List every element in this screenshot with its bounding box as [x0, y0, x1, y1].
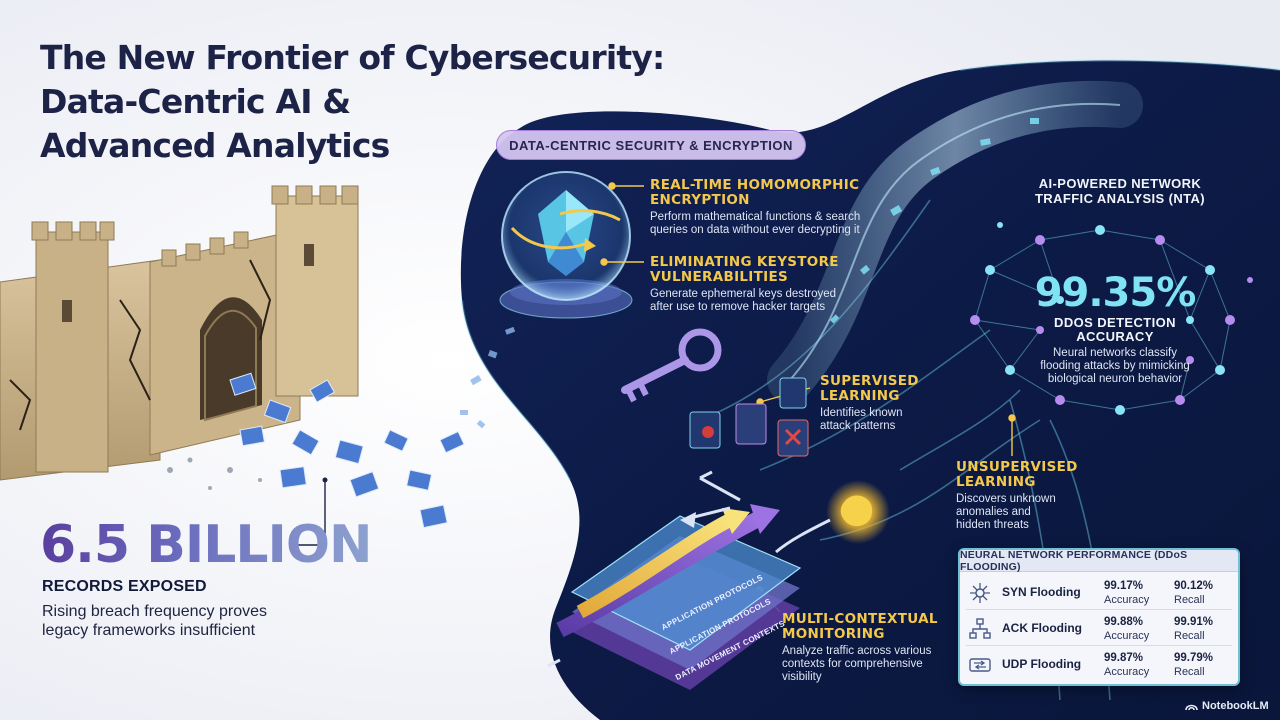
- monitoring-desc-line-2: contexts for comprehensive: [782, 658, 923, 670]
- row-recall: 99.79%: [1174, 652, 1214, 664]
- breach-label: RECORDS EXPOSED: [42, 578, 207, 595]
- breach-description: Rising breach frequency proves legacy fr…: [42, 602, 332, 640]
- ddos-stat-block: 99.35% DDOS DETECTION ACCURACY Neural ne…: [1030, 270, 1200, 386]
- ddos-desc-line-3: biological neuron behavior: [1047, 373, 1183, 385]
- breach-desc-line-1: Rising breach frequency proves: [42, 603, 268, 620]
- table-row: ACK Flooding 99.88% Accuracy 99.91% Reca…: [966, 612, 1232, 646]
- homomorphic-desc-line-1: Perform mathematical functions & search: [650, 211, 861, 223]
- row-accuracy-label: Accuracy: [1104, 594, 1150, 606]
- row-recall-label: Recall: [1174, 594, 1205, 606]
- unsupervised-title-line-2: LEARNING: [956, 474, 1036, 490]
- ddos-label-line-1: DDOS DETECTION: [1054, 315, 1176, 330]
- row-recall: 90.12%: [1174, 580, 1214, 592]
- row-name: SYN Flooding: [1002, 585, 1081, 599]
- supervised-desc-line-2: attack patterns: [820, 420, 896, 432]
- homomorphic-encryption-block: REAL-TIME HOMOMORPHIC ENCRYPTION Perform…: [650, 178, 890, 237]
- context-layers-art: [547, 504, 802, 690]
- castle-wall-art: [0, 185, 359, 481]
- document-cards-art: [689, 377, 809, 502]
- breach-count: 6.5 BILLION: [40, 515, 373, 575]
- title-line-2: Data-Centric AI &: [40, 82, 351, 121]
- homomorphic-title-line-2: ENCRYPTION: [650, 192, 750, 208]
- notebooklm-logo-icon: [1185, 704, 1198, 711]
- keystore-title-line-2: VULNERABILITIES: [650, 269, 788, 285]
- neural-network-art: [970, 222, 1253, 415]
- ddos-label-line-2: ACCURACY: [1076, 329, 1154, 344]
- supervised-title-line-1: SUPERVISED: [820, 373, 919, 389]
- leaking-records-art: [229, 372, 465, 529]
- performance-table-header: NEURAL NETWORK PERFORMANCE (DDoS FLOODIN…: [960, 550, 1238, 573]
- transfer-arrows-icon: [969, 658, 991, 672]
- row-accuracy-label: Accuracy: [1104, 666, 1150, 678]
- nta-title: AI-POWERED NETWORK TRAFFIC ANALYSIS (NTA…: [1020, 176, 1220, 206]
- unsupervised-desc-line-1: Discovers unknown: [956, 493, 1056, 505]
- row-recall-label: Recall: [1174, 630, 1205, 642]
- section-pill-encryption: DATA-CENTRIC SECURITY & ENCRYPTION: [496, 130, 806, 160]
- keystore-title-line-1: ELIMINATING KEYSTORE: [650, 254, 839, 270]
- row-recall: 99.91%: [1174, 616, 1214, 628]
- row-accuracy: 99.88%: [1104, 616, 1144, 628]
- unsupervised-title-line-1: UNSUPERVISED: [956, 459, 1078, 475]
- breach-desc-line-2: legacy frameworks insufficient: [42, 622, 256, 639]
- row-accuracy: 99.87%: [1104, 652, 1144, 664]
- nta-title-line-2: TRAFFIC ANALYSIS (NTA): [1034, 191, 1206, 206]
- encryption-orb-art: [499, 171, 633, 319]
- keystore-desc-line-2: after use to remove hacker targets: [650, 301, 826, 313]
- unsupervised-desc-line-3: hidden threats: [956, 519, 1029, 531]
- row-accuracy-label: Accuracy: [1104, 630, 1150, 642]
- row-name: ACK Flooding: [1002, 621, 1082, 635]
- supervised-learning-block: SUPERVISED LEARNING Identifies known att…: [820, 374, 919, 433]
- notebooklm-badge: NotebookLM: [1185, 700, 1269, 712]
- row-recall-label: Recall: [1174, 666, 1205, 678]
- table-row: UDP Flooding 99.87% Accuracy 99.79% Reca…: [966, 648, 1232, 682]
- keystore-desc-line-1: Generate ephemeral keys destroyed: [650, 288, 837, 300]
- title-line-3: Advanced Analytics: [40, 126, 390, 165]
- notebooklm-label: NotebookLM: [1202, 700, 1269, 712]
- keystore-block: ELIMINATING KEYSTORE VULNERABILITIES Gen…: [650, 255, 890, 314]
- unsupervised-learning-block: UNSUPERVISED LEARNING Discovers unknown …: [956, 460, 1078, 532]
- monitoring-title-line-2: MONITORING: [782, 626, 885, 642]
- table-row: SYN Flooding 99.17% Accuracy 90.12% Reca…: [966, 576, 1232, 610]
- supervised-title-line-2: LEARNING: [820, 388, 900, 404]
- ddos-desc-line-1: Neural networks classify: [1053, 347, 1177, 359]
- homomorphic-desc-line-2: queries on data without ever decrypting …: [650, 224, 860, 236]
- monitoring-desc-line-3: visibility: [782, 671, 822, 683]
- performance-table: NEURAL NETWORK PERFORMANCE (DDoS FLOODIN…: [958, 548, 1240, 686]
- monitoring-desc-line-1: Analyze traffic across various: [782, 645, 932, 657]
- key-art: [621, 328, 722, 403]
- supervised-desc-line-1: Identifies known: [820, 407, 903, 419]
- ddos-accuracy-value: 99.35%: [1034, 270, 1197, 316]
- monitoring-block: MULTI-CONTEXTUAL MONITORING Analyze traf…: [782, 612, 938, 684]
- page-title: The New Frontier of Cybersecurity: Data-…: [40, 36, 700, 168]
- network-tree-icon: [969, 618, 991, 639]
- row-name: UDP Flooding: [1002, 657, 1082, 671]
- homomorphic-title-line-1: REAL-TIME HOMOMORPHIC: [650, 177, 860, 193]
- monitoring-title-line-1: MULTI-CONTEXTUAL: [782, 611, 938, 627]
- unsupervised-desc-line-2: anomalies and: [956, 506, 1031, 518]
- row-accuracy: 99.17%: [1104, 580, 1144, 592]
- network-hub-icon: [970, 583, 990, 603]
- ddos-desc-line-2: flooding attacks by mimicking: [1040, 360, 1190, 372]
- nta-title-line-1: AI-POWERED NETWORK: [1038, 176, 1202, 191]
- title-line-1: The New Frontier of Cybersecurity:: [40, 38, 665, 77]
